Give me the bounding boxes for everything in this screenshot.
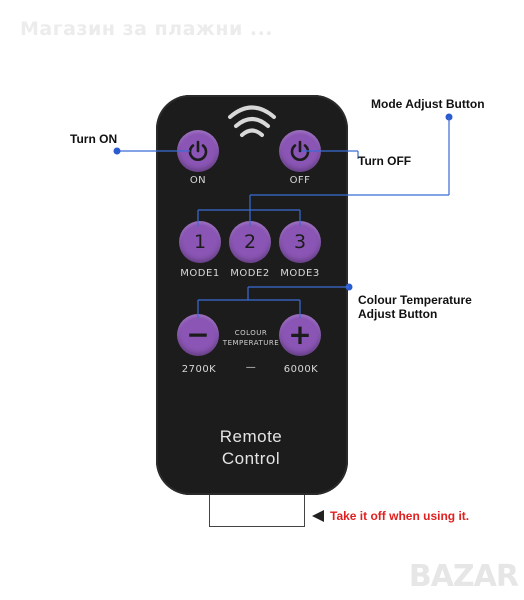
cool-kelvin-label: 6000K bbox=[283, 364, 319, 375]
plus-icon: + bbox=[288, 318, 312, 351]
mode-adjust-callout: Mode Adjust Button bbox=[371, 97, 485, 111]
mode2-button[interactable]: 2 bbox=[229, 221, 271, 263]
colour-label-line1: COLOUR bbox=[234, 329, 268, 337]
colour-temp-up-button[interactable]: + bbox=[279, 314, 321, 356]
take-off-callout: Take it off when using it. bbox=[330, 509, 470, 523]
mode1-button[interactable]: 1 bbox=[179, 221, 221, 263]
on-button[interactable] bbox=[177, 130, 219, 172]
colour-temp-callout: Colour Temperature Adjust Button bbox=[358, 293, 472, 321]
colour-temp-callout-line1: Colour Temperature bbox=[358, 293, 472, 307]
mode3-glyph: 3 bbox=[293, 231, 307, 253]
mode1-label: MODE1 bbox=[180, 268, 220, 279]
colour-temperature-label: COLOUR TEMPERATURE bbox=[222, 328, 280, 348]
remote-control-title: Remote Control bbox=[186, 426, 316, 470]
range-dash: — bbox=[245, 362, 257, 373]
colour-label-line2: TEMPERATURE bbox=[222, 339, 280, 347]
off-button[interactable] bbox=[279, 130, 321, 172]
remote-title-line2: Control bbox=[221, 449, 281, 468]
turn-on-callout: Turn ON bbox=[70, 132, 118, 146]
watermark-shop-name: Магазин за плажни ... bbox=[20, 18, 274, 40]
mode2-glyph: 2 bbox=[243, 231, 257, 253]
mode1-glyph: 1 bbox=[193, 231, 207, 253]
on-label: ON bbox=[189, 175, 207, 186]
colour-temp-down-button[interactable]: − bbox=[177, 314, 219, 356]
power-icon bbox=[290, 140, 310, 161]
off-label: OFF bbox=[289, 175, 311, 186]
warm-kelvin-label: 2700K bbox=[181, 364, 217, 375]
colour-temp-callout-line2: Adjust Button bbox=[358, 307, 438, 321]
remote-title-line1: Remote bbox=[219, 427, 283, 446]
mode3-button[interactable]: 3 bbox=[279, 221, 321, 263]
mode3-label: MODE3 bbox=[280, 268, 320, 279]
turn-off-callout: Turn OFF bbox=[358, 154, 412, 168]
battery-pull-tab bbox=[208, 483, 306, 527]
power-icon bbox=[188, 140, 208, 161]
minus-icon: − bbox=[186, 318, 210, 351]
mode2-label: MODE2 bbox=[230, 268, 270, 279]
watermark-bazar-logo: BAZAR bbox=[408, 559, 519, 594]
